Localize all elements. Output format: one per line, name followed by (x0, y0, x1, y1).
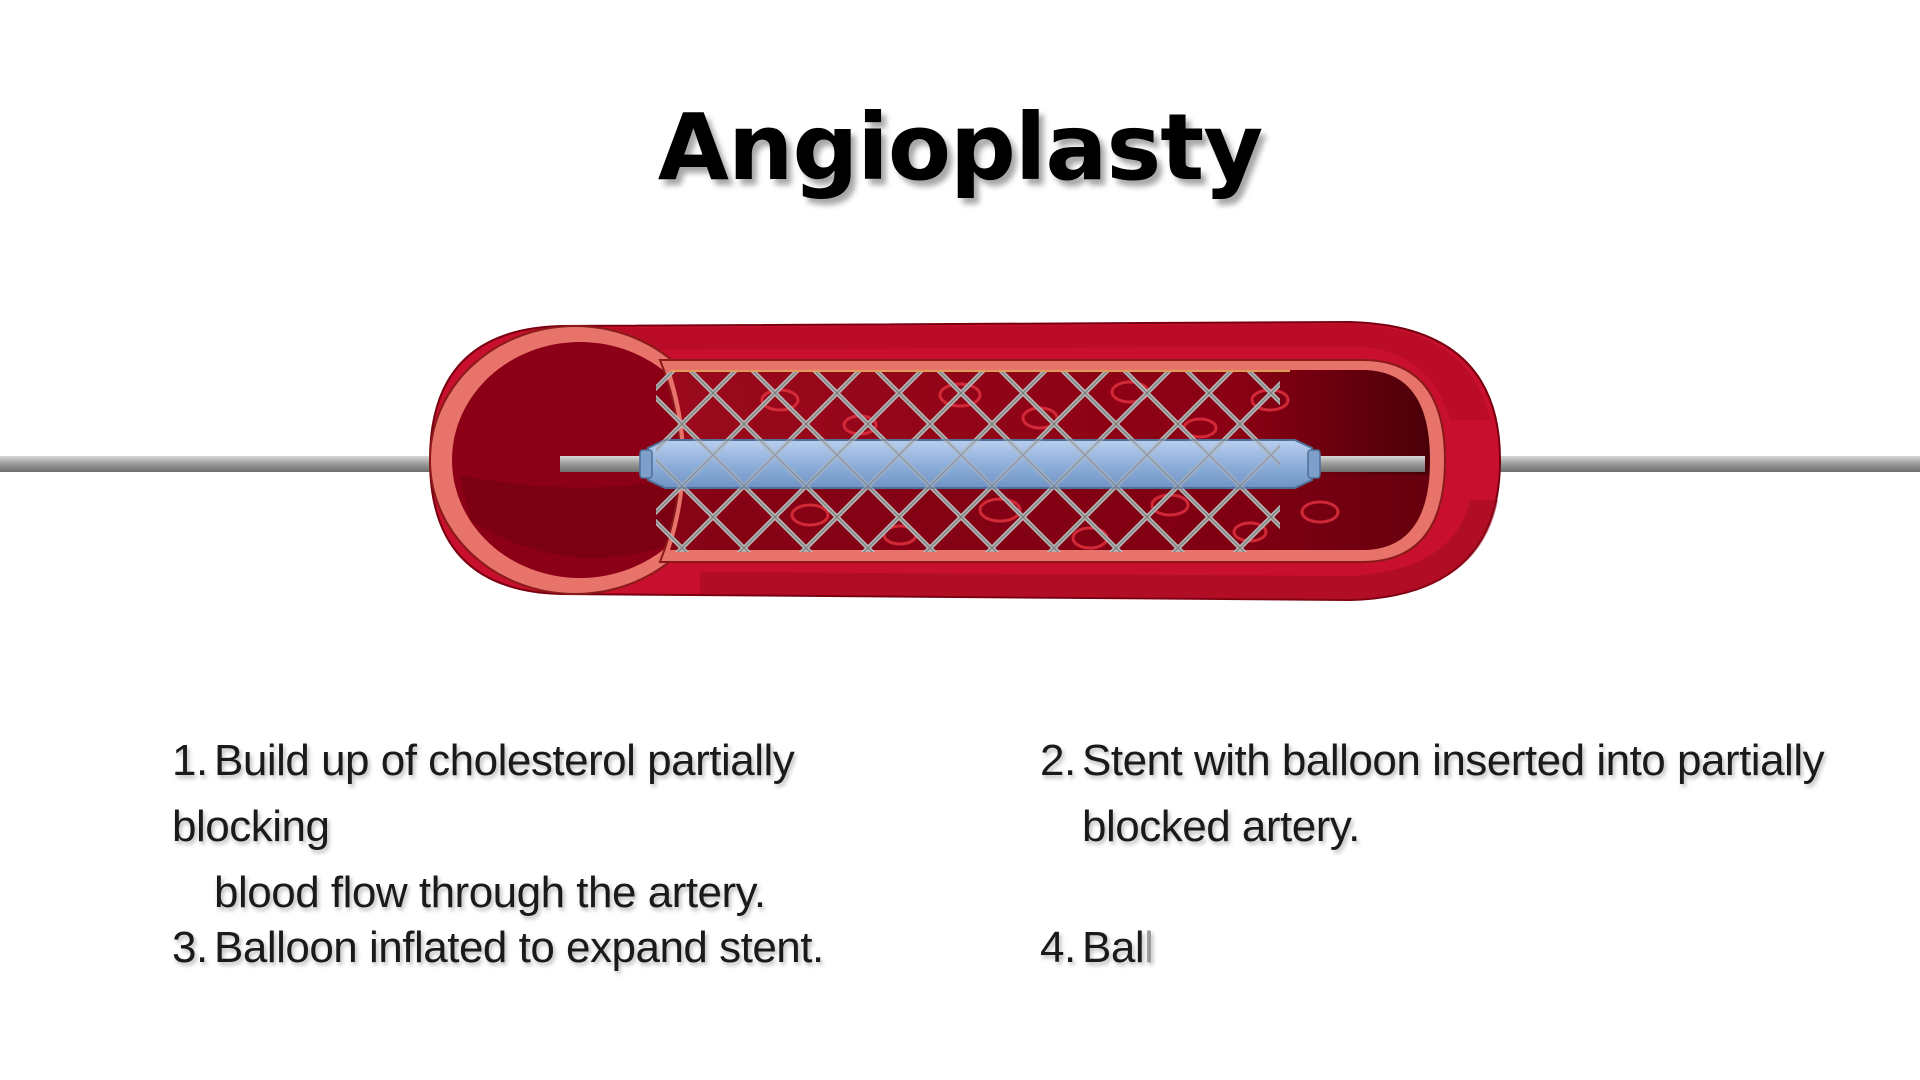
step-text-line-1: Bal (1082, 923, 1145, 972)
page-title: Angioplasty (657, 94, 1263, 201)
angioplasty-diagram (0, 320, 1920, 602)
step-number: 3. (172, 923, 208, 972)
step-text-line-1: Balloon inflated to expand stent. (214, 923, 824, 972)
step-number: 4. (1040, 923, 1076, 972)
step-text-line-2: blood flow through the artery. (214, 868, 766, 917)
step-text-line-1: Stent with balloon inserted into partial… (1082, 736, 1825, 785)
step-text-line-1: Build up of cholesterol partially blocki… (172, 736, 795, 851)
step-text-line-2: blocked artery. (1082, 802, 1360, 851)
step-text-fading: l (1144, 923, 1154, 972)
step-4: 4.Ball (1040, 915, 1800, 981)
step-number: 2. (1040, 736, 1076, 785)
step-3: 3.Balloon inflated to expand stent. (172, 915, 932, 981)
step-2: 2.Stent with balloon inserted into parti… (1040, 728, 1840, 860)
step-1: 1.Build up of cholesterol partially bloc… (172, 728, 932, 926)
step-number: 1. (172, 736, 208, 785)
